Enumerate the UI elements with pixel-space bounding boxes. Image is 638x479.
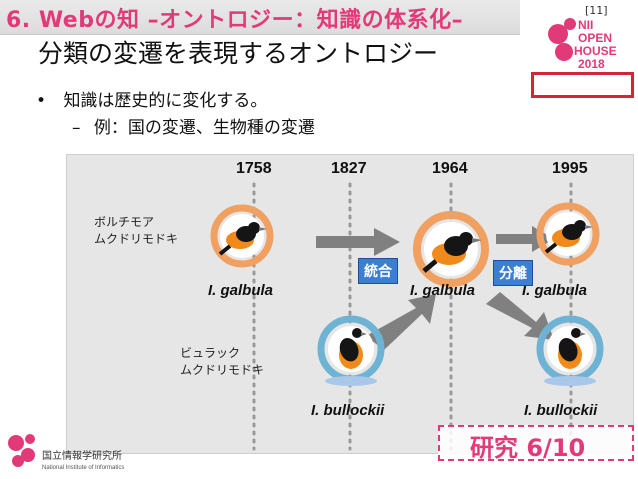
species-name-bullockii-1827: I. bullockii <box>311 402 385 419</box>
bullock-oriole-icon-1995 <box>536 315 604 386</box>
nii-logo: 国立情報学研究所 National Institute of Informati… <box>8 434 124 471</box>
year-label-1995: 1995 <box>552 160 588 177</box>
highlight-box <box>531 72 634 98</box>
year-label-1758: 1758 <box>236 160 272 177</box>
svg-text:National Institute of Informat: National Institute of Informatics <box>42 465 124 471</box>
label-baltimore-oriole: ボルチモア ムクドリモドキ <box>94 215 179 246</box>
arrow-merge-diagonal <box>366 294 436 350</box>
progress-indicator-box <box>438 425 634 461</box>
svg-text:NII: NII <box>578 18 593 32</box>
year-label-1964: 1964 <box>432 160 468 177</box>
svg-text:HOUSE: HOUSE <box>574 44 617 58</box>
merge-badge: 統合 <box>358 258 398 284</box>
sub-bullet-item: – 例：国の変遷、生物種の変遷 <box>72 113 315 138</box>
page-title: 6. Webの知 –オントロジー：知識の体系化– <box>6 8 464 33</box>
header-band <box>0 0 520 35</box>
species-name-galbula-1758: I. galbula <box>208 282 274 299</box>
diagram-graphics <box>210 182 604 451</box>
species-name-galbula-1964: I. galbula <box>410 282 476 299</box>
species-name-bullockii-1995: I. bullockii <box>524 402 598 419</box>
oriole-icon-1995 <box>536 202 600 266</box>
split-badge: 分離 <box>493 260 533 286</box>
bullet-marker: • <box>36 91 47 111</box>
bullock-oriole-icon-1827 <box>317 315 385 386</box>
page-number: [11] <box>585 4 608 17</box>
svg-text:2018: 2018 <box>578 57 605 71</box>
species-name-galbula-1995: I. galbula <box>522 282 588 299</box>
arrow-merge-horizontal <box>316 228 400 256</box>
bullet-text: 例：国の変遷、生物種の変遷 <box>93 118 315 138</box>
bullet-marker: – <box>72 118 81 138</box>
year-label-1827: 1827 <box>331 160 367 177</box>
progress-indicator-text: 研究 6/10 <box>470 434 586 462</box>
bullet-item: • 知識は歴史的に変化する。 <box>36 86 267 111</box>
arrow-split-diagonal <box>486 292 554 340</box>
svg-text:国立情報学研究所: 国立情報学研究所 <box>42 449 122 462</box>
svg-text:OPEN: OPEN <box>578 31 612 45</box>
oriole-icon-1758 <box>210 204 274 268</box>
oriole-icon-1964 <box>413 211 489 287</box>
open-house-logo: NII OPEN HOUSE 2018 <box>548 18 617 71</box>
label-bullock-oriole: ビュラック ムクドリモドキ <box>180 346 265 377</box>
bullet-text: 知識は歴史的に変化する。 <box>63 91 268 111</box>
slide-subtitle: 分類の変遷を表現するオントロジー <box>38 39 439 68</box>
